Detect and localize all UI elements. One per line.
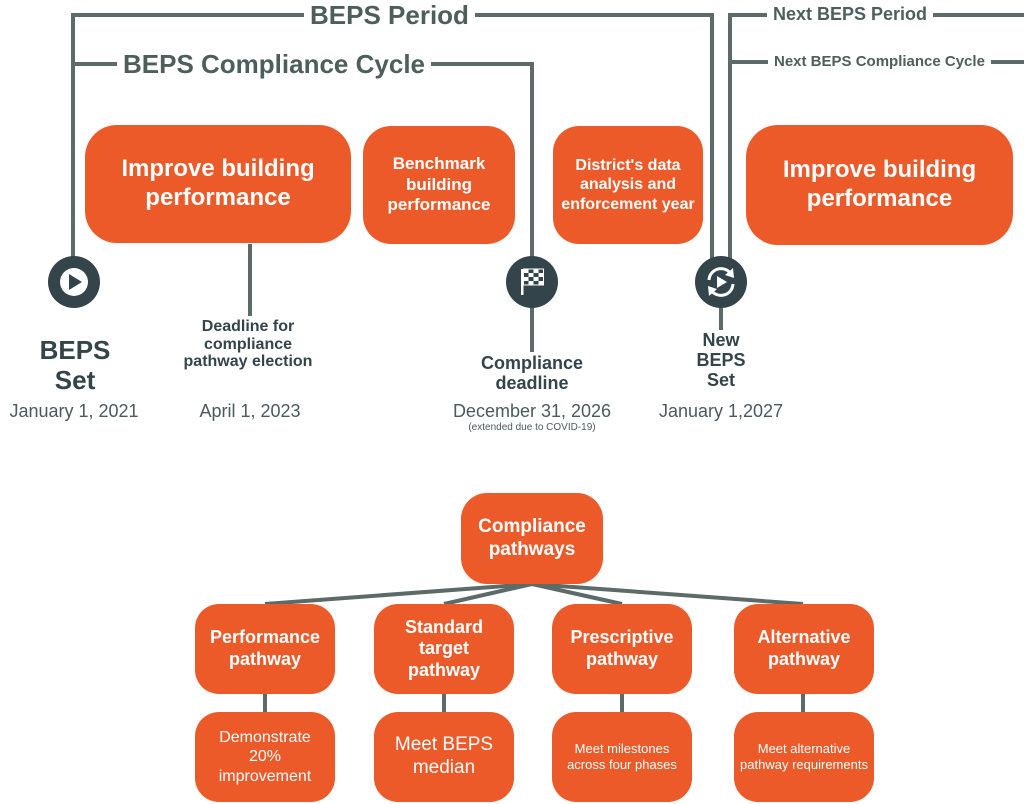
- deadline-election-label: Deadline for compliance pathway election: [183, 318, 313, 371]
- pathway-prescriptive-detail: Meet milestones across four phases: [552, 712, 692, 802]
- new-beps-set-date: January 1,2027: [658, 401, 784, 421]
- pathway-prescriptive-name: Prescriptive pathway: [570, 627, 674, 669]
- phase-district: District's data analysis and enforcement…: [553, 126, 703, 244]
- next-compliance-cycle-label: Next BEPS Compliance Cycle: [768, 54, 991, 69]
- pathway-alternative-detail-text: Meet alternative pathway requirements: [740, 741, 868, 772]
- deadline-election-date: April 1, 2023: [199, 401, 301, 421]
- play-icon: [48, 256, 100, 308]
- beps-set-date: January 1, 2021: [9, 401, 139, 421]
- phase-improve-2-text: Improve building performance: [782, 156, 977, 212]
- tree-line-4: [531, 582, 804, 606]
- refresh-icon: [695, 256, 747, 308]
- phase-benchmark-text: Benchmark building performance: [387, 154, 491, 215]
- phase-district-text: District's data analysis and enforcement…: [561, 157, 695, 213]
- phase-improve-2: Improve building performance: [746, 125, 1013, 245]
- pathway-standard-target-detail: Meet BEPS median: [374, 712, 514, 802]
- pathway-standard-target-name: Standard target pathway: [404, 616, 483, 680]
- beps-compliance-cycle-label: BEPS Compliance Cycle: [117, 51, 431, 77]
- phase-benchmark: Benchmark building performance: [363, 126, 515, 244]
- compliance-deadline-date: December 31, 2026: [452, 401, 612, 421]
- pathway-alternative-name: Alternative pathway: [757, 627, 851, 669]
- tree-line-2: [443, 582, 533, 606]
- next-beps-period-label: Next BEPS Period: [767, 5, 934, 23]
- pathway-performance-detail: Demonstrate 20% improvement: [195, 712, 335, 802]
- phase-improve-1: Improve building performance: [85, 125, 351, 243]
- compliance-pathways-text: Compliance pathways: [478, 515, 586, 560]
- pathway-prescriptive-detail-text: Meet milestones across four phases: [567, 741, 677, 772]
- pathway-standard-target-detail-text: Meet BEPS median: [394, 734, 494, 778]
- checkered-flag-icon: [506, 256, 558, 308]
- beps-period-label: BEPS Period: [304, 2, 475, 28]
- compliance-pathways-box: Compliance pathways: [461, 493, 603, 584]
- phase-improve-1-text: Improve building performance: [121, 155, 315, 211]
- pathway-performance-detail-text: Demonstrate 20% improvement: [218, 729, 312, 785]
- beps-set-label: BEPS Set: [39, 335, 111, 395]
- tree-line-3: [531, 582, 623, 606]
- pathway-alternative-detail: Meet alternative pathway requirements: [734, 712, 874, 802]
- pathway-performance: Performance pathway: [195, 604, 335, 694]
- pathway-standard-target: Standard target pathway: [374, 604, 514, 694]
- pathway-prescriptive: Prescriptive pathway: [552, 604, 692, 694]
- pathway-performance-name: Performance pathway: [209, 627, 321, 669]
- compliance-deadline-label: Compliance deadline: [480, 353, 584, 393]
- compliance-deadline-note: (extended due to COVID-19): [468, 422, 596, 433]
- tree-line-1: [264, 582, 533, 606]
- pathway-alternative: Alternative pathway: [734, 604, 874, 694]
- new-beps-set-label: New BEPS Set: [696, 330, 746, 390]
